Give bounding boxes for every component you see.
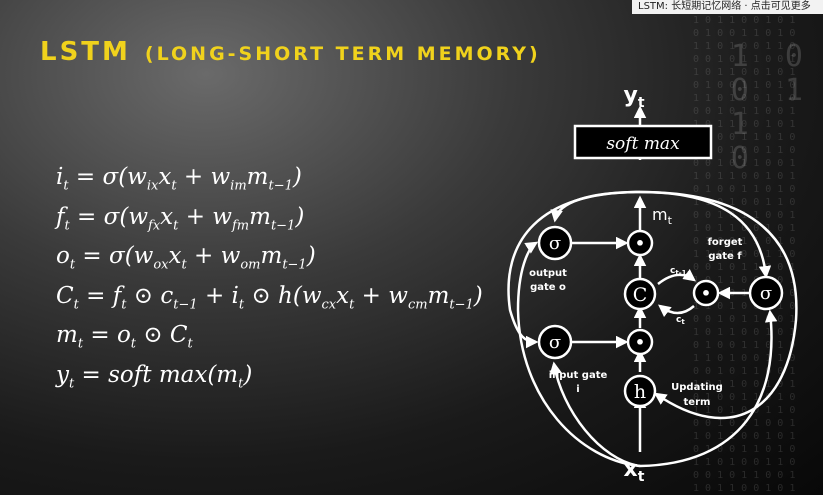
input-gate-label-line2: i xyxy=(576,384,579,395)
updating-term-label-line2: term xyxy=(684,397,711,408)
output-multiplier-node xyxy=(626,229,654,257)
equation-cell-state: Ct = ft ⊙ ct−1 + it ⊙ h(wcxxt + wcmmt−1) xyxy=(56,282,483,313)
softmax-box xyxy=(573,124,713,160)
slide-title-main: LSTM xyxy=(40,37,131,67)
updating-term-label-line1: Updating xyxy=(671,382,723,393)
forget-gate-label-line1: forget xyxy=(708,237,743,248)
lstm-equations: it = σ(wixxt + wimmt−1) ft = σ(wfxxt + w… xyxy=(56,158,483,395)
output-gate-sigma-symbol: σ xyxy=(549,233,561,254)
diagram-connections xyxy=(507,105,798,468)
input-multiplier-dot: • xyxy=(635,333,645,352)
equation-softmax-output: yt = soft max(mt) xyxy=(56,361,253,392)
input-gate-sigma-symbol: σ xyxy=(549,332,561,353)
memory-m-label: mt xyxy=(652,205,673,227)
equation-output-gate: ot = σ(woxxt + wommt−1) xyxy=(56,243,316,273)
forget-gate-sigma-node xyxy=(748,275,784,311)
output-gate-label-line1: output xyxy=(529,268,567,279)
updating-h-symbol: h xyxy=(634,381,646,403)
c-prev-label: ct-1 xyxy=(670,266,687,277)
forget-multiplier-dot: • xyxy=(701,284,711,303)
lstm-diagram: soft max yt mt σ output gate o • C ct-1 … xyxy=(507,83,798,485)
top-corner-banner[interactable]: LSTM: 长短期记忆网络 · 点击可见更多 xyxy=(632,0,823,14)
equation-input-gate: it = σ(wixxt + wimmt−1) xyxy=(56,164,302,194)
binary-large-digits-decoration: 1 0 0 1 1 0 xyxy=(730,39,803,176)
cell-state-symbol: C xyxy=(633,284,648,306)
slide-title-sub: (LONG-SHORT TERM MEMORY) xyxy=(144,43,541,65)
updating-h-node xyxy=(623,374,657,408)
output-gate-sigma-node xyxy=(537,225,573,261)
input-gate-label-line1: input gate xyxy=(549,370,608,381)
input-x-label: xt xyxy=(624,457,645,485)
output-multiplier-dot: • xyxy=(635,234,645,253)
equation-memory-output: mt = ot ⊙ Ct xyxy=(56,322,193,352)
input-gate-sigma-node xyxy=(537,324,573,360)
slide-title: LSTM (LONG-SHORT TERM MEMORY) xyxy=(40,30,541,68)
input-multiplier-node xyxy=(626,328,654,356)
softmax-label: soft max xyxy=(606,134,680,154)
output-y-label: yt xyxy=(623,83,644,111)
binary-background-decoration: 1 0 1 1 0 0 1 0 1 0 1 0 0 1 1 0 1 0 1 1 … xyxy=(693,15,796,494)
c-current-label: ct xyxy=(676,315,685,326)
output-gate-label-line2: gate o xyxy=(530,282,566,293)
cell-state-node xyxy=(623,277,657,311)
forget-gate-label-line2: gate f xyxy=(708,251,742,262)
forget-multiplier-node xyxy=(692,279,720,307)
forget-gate-sigma-symbol: σ xyxy=(760,283,772,304)
equation-forget-gate: ft = σ(wfxxt + wfmmt−1) xyxy=(56,203,305,234)
